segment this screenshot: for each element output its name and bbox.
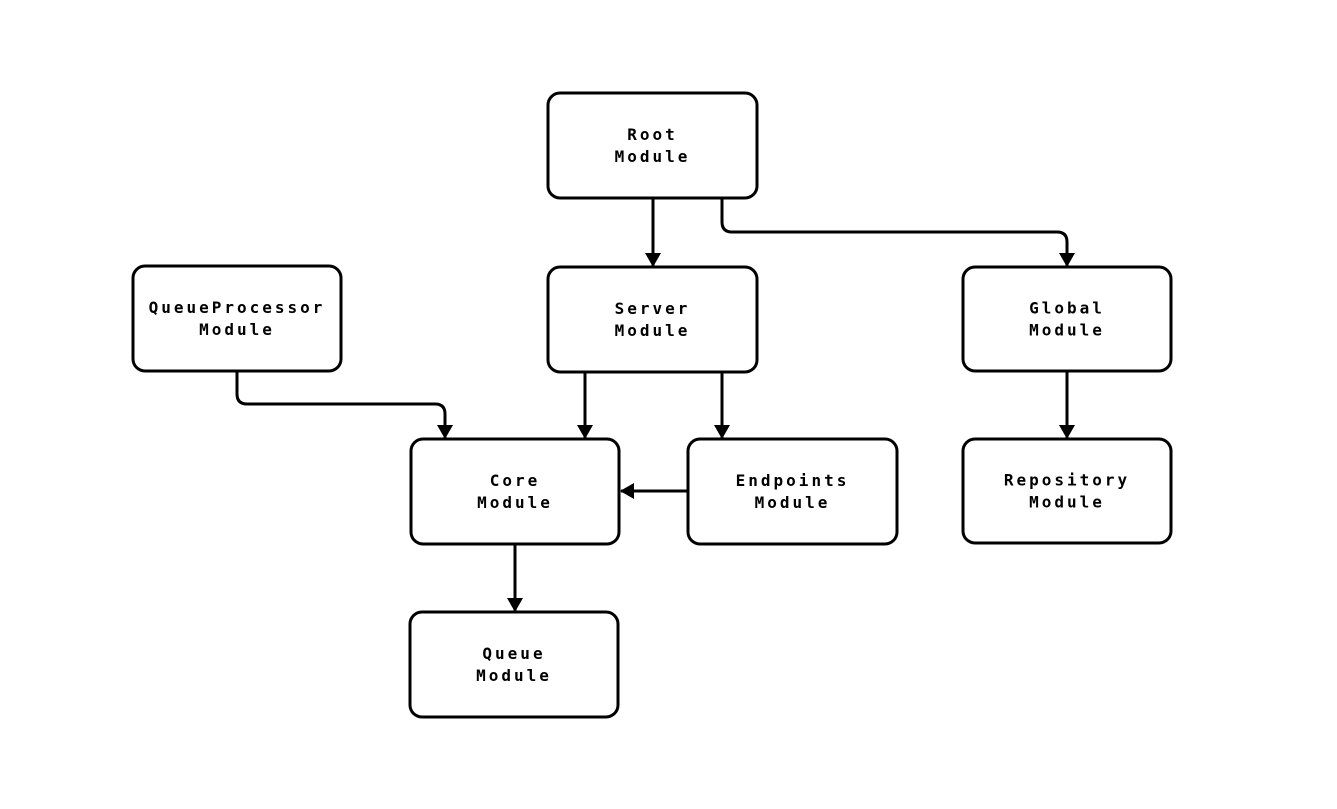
node-label-line: Module xyxy=(476,666,552,685)
node-label-line: Module xyxy=(1029,493,1105,512)
node-box xyxy=(408,610,620,719)
edge-queueprocessor-to-core xyxy=(235,371,453,439)
node-label-line: Endpoints xyxy=(736,471,850,490)
edges-layer xyxy=(235,198,1075,612)
node-label-line: Module xyxy=(477,493,553,512)
node-label-line: Core xyxy=(490,471,541,490)
edge-root-to-global xyxy=(720,198,1075,267)
node-label-line: Server xyxy=(615,299,691,318)
node-box xyxy=(686,437,899,546)
nodes-layer: RootModuleQueueProcessorModuleServerModu… xyxy=(131,91,1173,719)
node-label-line: Module xyxy=(199,320,275,339)
node-box xyxy=(546,91,759,200)
node-label-line: Repository xyxy=(1004,471,1130,490)
node-label-line: Queue xyxy=(482,644,545,663)
node-label-line: Module xyxy=(615,321,691,340)
node-label-line: Module xyxy=(755,493,831,512)
node-label-line: Module xyxy=(615,147,691,166)
node-box xyxy=(546,265,759,374)
node-box xyxy=(961,265,1173,373)
node-label-line: Module xyxy=(1029,321,1105,340)
node-box xyxy=(961,437,1173,545)
node-label-line: Root xyxy=(627,125,678,144)
node-label-line: QueueProcessor xyxy=(149,298,326,317)
node-box xyxy=(131,264,343,373)
node-box xyxy=(409,437,621,546)
node-label-line: Global xyxy=(1029,299,1105,318)
